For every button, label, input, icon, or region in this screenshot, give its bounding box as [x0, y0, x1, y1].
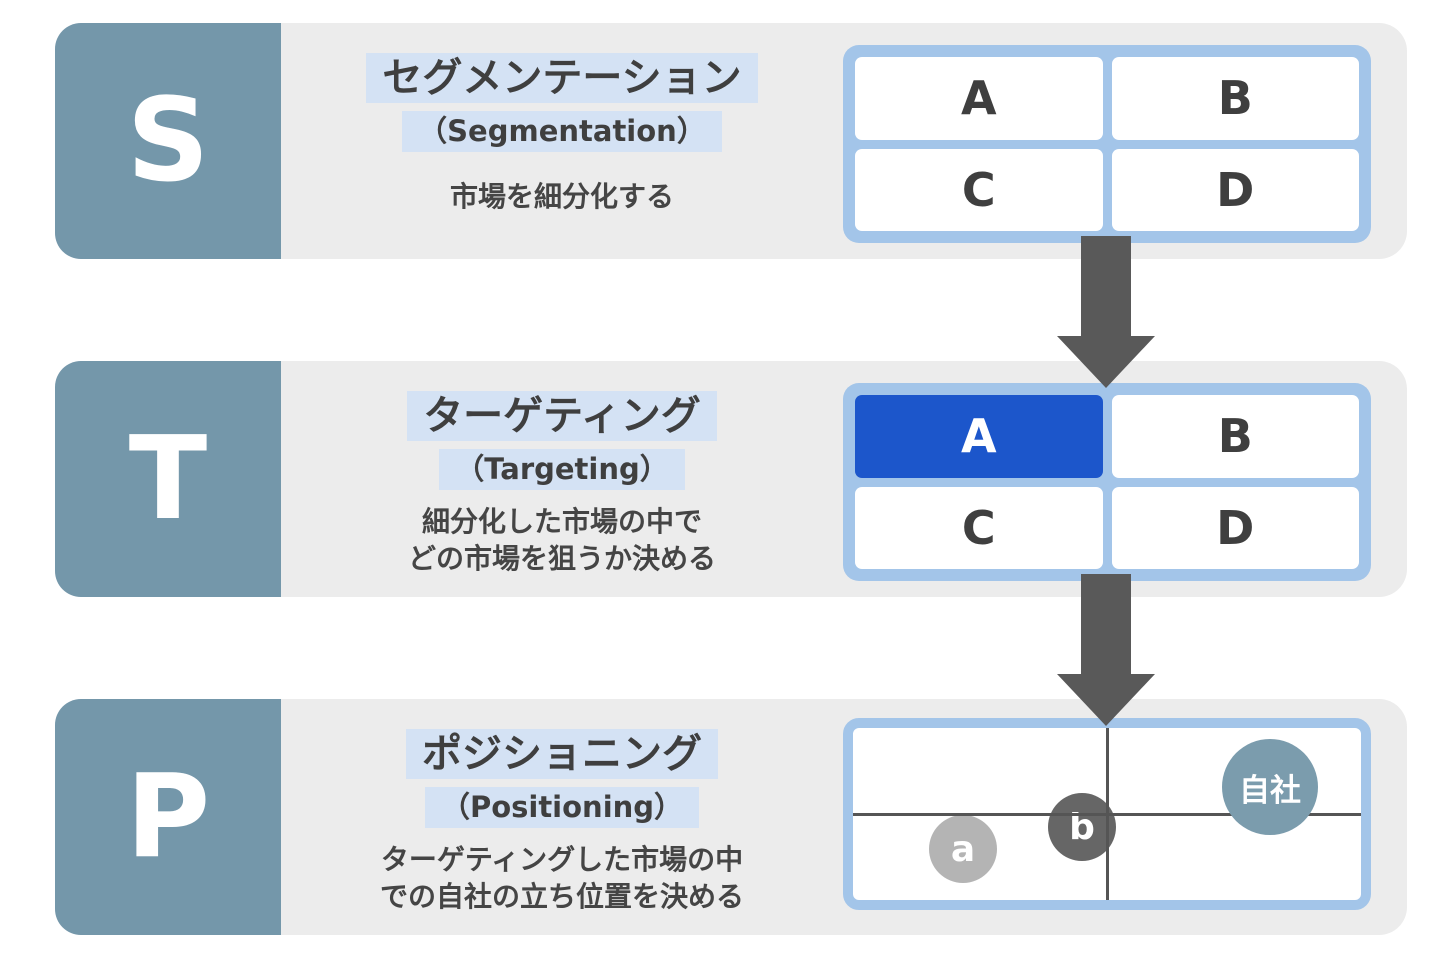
grid-cell-d: D: [1111, 486, 1359, 569]
segmentation-grid: A B C D: [843, 45, 1371, 243]
arrow-down-icon: [1057, 674, 1155, 726]
arrow-shaft: [1081, 236, 1131, 337]
positioning-title-jp: ポジショニング: [406, 729, 718, 779]
description-line: どの市場を狙うか決める: [407, 542, 716, 576]
segmentation-text-column: セグメンテーション （Segmentation） 市場を細分化する: [281, 23, 843, 259]
grid-cell-c: C: [855, 486, 1103, 569]
grid-cell-c: C: [855, 148, 1103, 231]
arrow-shaft: [1081, 574, 1131, 675]
point-own-company: 自社: [1222, 739, 1318, 835]
targeting-text-column: ターゲティング （Targeting） 細分化した市場の中で どの市場を狙うか決…: [281, 361, 843, 597]
grid-cell-a-selected: A: [855, 395, 1103, 478]
point-competitor-b: b: [1048, 793, 1116, 861]
letter-badge-p: P: [55, 699, 281, 935]
horizontal-axis-line: [853, 813, 1361, 816]
positioning-description: ターゲティングした市場の中 での自社の立ち位置を決める: [380, 842, 744, 916]
grid-cell-b: B: [1111, 395, 1359, 478]
row-positioning: P ポジショニング （Positioning） ターゲティングした市場の中 での…: [55, 699, 1407, 935]
letter-s: S: [126, 73, 210, 208]
point-label: 自社: [1239, 772, 1301, 809]
description-line: 市場を細分化する: [449, 180, 674, 214]
segmentation-title-en: （Segmentation）: [402, 111, 722, 153]
grid-cell-d: D: [1111, 148, 1359, 231]
segmentation-description: 市場を細分化する: [450, 179, 674, 216]
row-segmentation: S セグメンテーション （Segmentation） 市場を細分化する A B …: [55, 23, 1407, 259]
description-line: ターゲティングした市場の中: [380, 843, 744, 877]
segmentation-title-jp: セグメンテーション: [366, 53, 758, 103]
row-targeting: T ターゲティング （Targeting） 細分化した市場の中で どの市場を狙う…: [55, 361, 1407, 597]
description-line: 細分化した市場の中で: [421, 505, 702, 539]
targeting-grid: A B C D: [843, 383, 1371, 581]
grid-cell-a: A: [855, 57, 1103, 140]
positioning-text-column: ポジショニング （Positioning） ターゲティングした市場の中 での自社…: [281, 699, 843, 935]
grid-cell-b: B: [1111, 57, 1359, 140]
letter-badge-t: T: [55, 361, 281, 597]
letter-p: P: [125, 749, 211, 884]
targeting-title-jp: ターゲティング: [407, 391, 717, 441]
point-label: a: [950, 828, 976, 870]
letter-badge-s: S: [55, 23, 281, 259]
targeting-title-en: （Targeting）: [439, 449, 685, 491]
positioning-matrix: 自社 b a: [843, 718, 1371, 910]
targeting-description: 細分化した市場の中で どの市場を狙うか決める: [408, 504, 716, 578]
positioning-title-en: （Positioning）: [424, 787, 700, 829]
letter-t: T: [128, 411, 208, 546]
arrow-down-icon: [1057, 336, 1155, 388]
description-line: での自社の立ち位置を決める: [379, 880, 744, 914]
point-competitor-a: a: [929, 815, 997, 883]
